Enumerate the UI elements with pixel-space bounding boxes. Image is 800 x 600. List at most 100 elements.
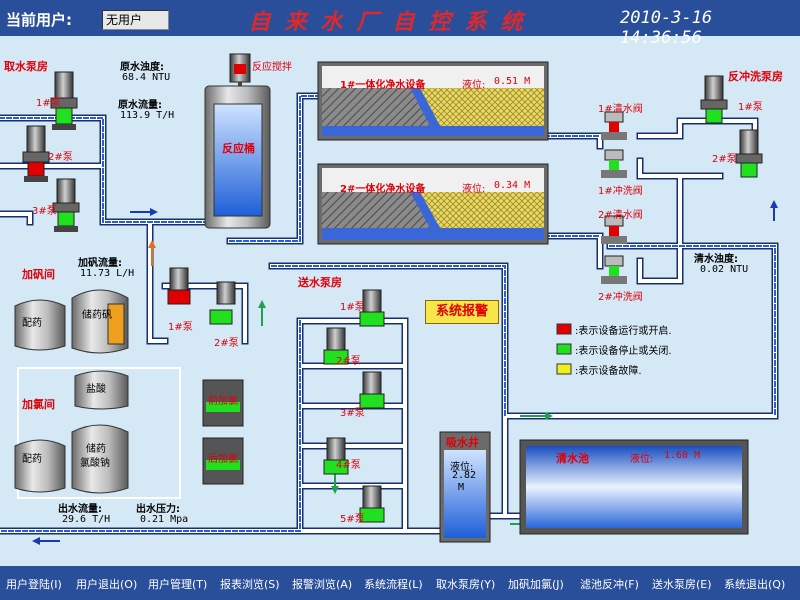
alum-room-label: 加矾间 (22, 268, 55, 281)
legend-stopped: :表示设备停止或关闭. (575, 346, 672, 357)
alum-pump-2 (209, 281, 236, 325)
menu-filter-backwash[interactable]: 滤池反冲(F) (580, 578, 639, 591)
outlet-pressure-label: 出水压力: (136, 504, 180, 515)
alum-flow-label: 加矾流量: (78, 258, 122, 269)
valve-4-label: 2#冲洗阀 (598, 292, 643, 303)
alum-mix-tank-label: 配药 (22, 318, 42, 329)
purifier-2-label: 2#一体化净水设备 (340, 184, 426, 195)
send-pump-1-label: 1#泵 (340, 302, 365, 313)
alum-flow-value: 11.73 L/H (80, 268, 135, 279)
purifier-1-level-value: 0.51 M (494, 76, 531, 87)
outlet-flow-label: 出水流量: (58, 504, 102, 515)
raw-turbidity-label: 原水浊度: (120, 62, 164, 73)
outlet-pressure-value: 0.21 Mpa (140, 514, 189, 525)
alum-mix-tank (14, 299, 66, 351)
purifier-2 (317, 163, 549, 245)
purifier-1 (317, 61, 549, 141)
raw-flow-label: 原水流量: (118, 100, 162, 111)
clear-turbidity-value: 0.02 NTU (700, 264, 749, 275)
send-room-label: 送水泵房 (298, 276, 342, 289)
pipe-network (0, 92, 779, 535)
bottom-menu: 用户登陆(I) 用户退出(O) 用户管理(T) 报表浏览(S) 报警浏览(A) … (0, 566, 800, 600)
menu-user-management[interactable]: 用户管理(T) (148, 578, 208, 591)
menu-send-pump-room[interactable]: 送水泵房(E) (652, 578, 712, 591)
suction-well-label: 吸水井 (446, 436, 479, 449)
intake-pump-3 (52, 178, 80, 232)
alum-pump-2-label: 2#泵 (214, 338, 239, 349)
valve-2-label: 1#冲洗阀 (598, 186, 643, 197)
menu-alum-chlorine[interactable]: 加矾加氯(J) (508, 578, 564, 591)
header-bar: 当前用户: 无用户 自来水厂自控系统 2010-3-16 14:36:56 (0, 0, 800, 48)
menu-report-browse[interactable]: 报表浏览(S) (220, 578, 280, 591)
backwash-room-label: 反冲洗泵房 (728, 70, 783, 83)
menu-user-logout[interactable]: 用户退出(O) (76, 578, 138, 591)
purifier-2-level-label: 液位: (462, 184, 486, 195)
raw-flow-value: 113.9 T/H (120, 110, 175, 121)
suction-well (439, 431, 491, 543)
alum-store-tank-label: 储药矾 (82, 310, 112, 321)
suction-well-level-value: 2.82 (452, 470, 477, 481)
menu-system-flow[interactable]: 系统流程(L) (364, 578, 423, 591)
current-user-label: 当前用户: (6, 11, 72, 29)
acid-tank-label: 盐酸 (86, 384, 106, 395)
send-pump-5-label: 5#泵 (340, 514, 365, 525)
send-pump-2-label: 2#泵 (336, 356, 361, 367)
alum-store-tank (71, 289, 129, 354)
menu-user-login[interactable]: 用户登陆(I) (6, 578, 62, 591)
pre-chlorinator (202, 379, 244, 427)
valve-1-label: 1#清水阀 (598, 104, 643, 115)
current-user-field: 无用户 (102, 10, 169, 30)
raw-turbidity-value: 68.4 NTU (122, 72, 171, 83)
send-pump-3-label: 3#泵 (340, 408, 365, 419)
intake-pump-2 (22, 125, 50, 182)
menu-intake-pump-room[interactable]: 取水泵房(Y) (436, 578, 496, 591)
valve-3-label: 2#清水阀 (598, 210, 643, 221)
post-chlorinator-label: 后加氯 (208, 454, 238, 465)
clear-turbidity-label: 清水浊度: (694, 254, 738, 265)
intake-pump-1-label: 1#泵 (36, 98, 61, 109)
datetime-display: 2010-3-16 14:36:56 (620, 8, 713, 48)
purifier-2-level-value: 0.34 M (494, 180, 531, 191)
backwash-pump-2-label: 2#泵 (712, 154, 737, 165)
pre-chlorinator-label: 前加氯 (208, 396, 238, 407)
legend-running: :表示设备运行或开启. (575, 326, 672, 337)
mixer-label: 反应搅拌 (252, 62, 292, 73)
chlorine-store-tank-label-2: 氯酸钠 (80, 458, 110, 469)
reactor-tank-label: 反应桶 (222, 142, 255, 155)
intake-room-label: 取水泵房 (4, 60, 48, 73)
page-title: 自来水厂自控系统 (248, 9, 537, 35)
menu-system-exit[interactable]: 系统退出(Q) (724, 578, 786, 591)
chlorine-room-frame (17, 367, 181, 499)
send-pump-4-label: 4#泵 (336, 460, 361, 471)
post-chlorinator (202, 437, 244, 485)
valve-group (601, 111, 627, 284)
intake-pump-2-label: 2#泵 (48, 152, 73, 163)
chlorine-mix-tank (14, 439, 66, 493)
suction-well-level-unit: M (458, 482, 465, 493)
purifier-1-label: 1#一体化净水设备 (340, 80, 426, 91)
chlorine-store-tank (71, 424, 129, 494)
acid-tank (74, 370, 129, 410)
menu-alarm-browse[interactable]: 报警浏览(A) (292, 578, 353, 591)
purifier-1-level-label: 液位: (462, 80, 486, 91)
outlet-flow-value: 29.6 T/H (62, 514, 111, 525)
backwash-pump-1-label: 1#泵 (738, 102, 763, 113)
label-layer: 取水泵房 1#泵 2#泵 3#泵 原水浊度: 68.4 NTU 原水流量: 11… (0, 36, 800, 566)
chlorine-room-label: 加氯间 (22, 398, 55, 411)
alum-pump-1 (167, 267, 191, 305)
clear-pool (519, 439, 749, 535)
send-pumps (323, 289, 385, 523)
intake-pump-3-label: 3#泵 (32, 206, 57, 217)
legend-fault: :表示设备故障. (575, 366, 642, 377)
clear-pool-label: 清水池 (556, 452, 589, 465)
intake-pump-1 (50, 71, 78, 130)
reactor-tank (204, 53, 271, 229)
alum-pump-1-label: 1#泵 (168, 322, 193, 333)
clear-pool-level-value: 1.60 M (664, 450, 701, 461)
chlorine-mix-tank-label: 配药 (22, 454, 42, 465)
chlorine-store-tank-label-1: 储药 (86, 444, 106, 455)
system-alarm-button[interactable]: 系统报警 (425, 300, 499, 324)
suction-well-level-label: 液位: (450, 462, 474, 473)
clear-pool-level-label: 液位: (630, 454, 654, 465)
process-diagram (0, 53, 779, 545)
